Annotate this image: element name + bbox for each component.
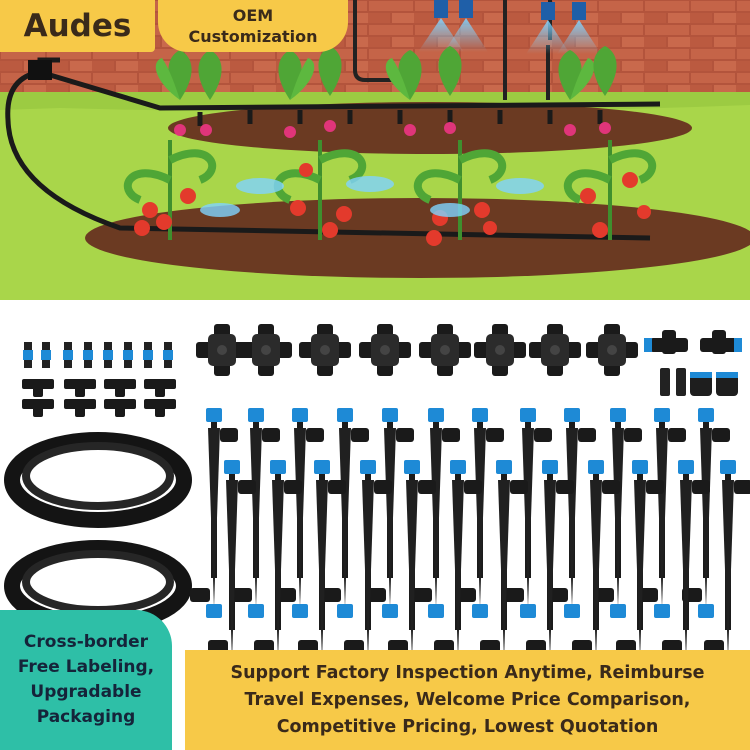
cross-connectors — [196, 324, 638, 376]
oem-line-1: OEM — [232, 6, 274, 25]
oem-customization-badge: OEM Customization — [158, 0, 348, 52]
drip-stakes — [190, 408, 750, 670]
mist-sprayer — [418, 0, 601, 54]
tomato-plants — [123, 140, 657, 246]
hose-tee-connector — [28, 60, 52, 80]
badge-line-3: Upgradable — [30, 682, 142, 702]
badge-line-2: Free Labeling, — [17, 657, 155, 677]
garden-irrigation-illustration — [0, 0, 750, 300]
tee-connectors — [22, 379, 176, 417]
badge-line-4: Packaging — [36, 707, 136, 727]
drip-hose — [5, 57, 661, 241]
labeling-packaging-badge: Cross-border Free Labeling, Upgradable P… — [0, 610, 172, 750]
banner-line-1: Support Factory Inspection Anytime, Reim… — [230, 662, 705, 683]
soil-bed-lower — [85, 198, 750, 278]
factory-support-banner: Support Factory Inspection Anytime, Reim… — [185, 650, 750, 750]
brand-logo-badge: Audes — [0, 0, 155, 52]
drip-spray — [200, 176, 544, 217]
radish-plants — [155, 46, 617, 138]
end-plug-connectors — [23, 342, 173, 368]
oem-line-2: Customization — [188, 27, 318, 46]
badge-line-1: Cross-border — [23, 632, 149, 652]
brand-name: Audes — [23, 8, 132, 44]
banner-line-2: Travel Expenses, Welcome Price Compariso… — [244, 689, 691, 710]
banner-line-3: Competitive Pricing, Lowest Quotation — [276, 716, 659, 737]
coiled-tubing — [4, 432, 192, 632]
blue-tee-fittings — [644, 330, 742, 396]
